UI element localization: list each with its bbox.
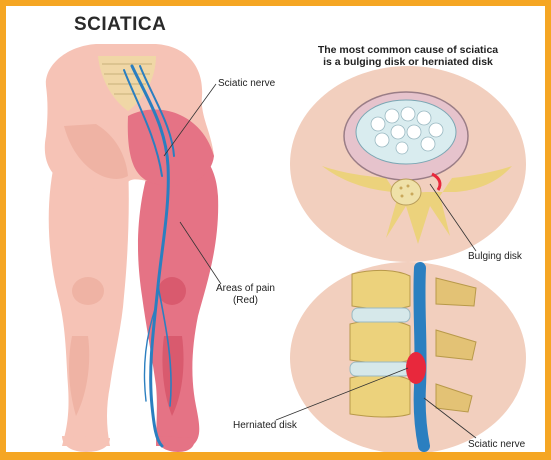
diagram-frame: SCIATICA The most common cause of sciati… [6,6,545,452]
herniation [406,352,426,384]
label-areas-of-pain-line-2: (Red) [216,295,275,307]
label-sciatic-nerve-top: Sciatic nerve [218,78,275,90]
body-figure [45,44,218,452]
inset-bulging-disk [290,66,526,262]
label-areas-of-pain: Areas of pain (Red) [216,283,275,307]
inset-herniated-disk [290,262,526,452]
label-herniated-disk: Herniated disk [233,420,297,432]
illustration [6,6,545,452]
headline: The most common cause of sciatica is a b… [298,44,518,68]
headline-line-2: is a bulging disk or herniated disk [298,56,518,68]
label-sciatic-nerve-bottom: Sciatic nerve [468,439,525,451]
spinal-cord-cross-section [391,179,421,205]
headline-line-1: The most common cause of sciatica [298,44,518,56]
diagram-title: SCIATICA [74,14,166,36]
label-areas-of-pain-line-1: Areas of pain [216,283,275,295]
label-bulging-disk: Bulging disk [468,251,522,263]
